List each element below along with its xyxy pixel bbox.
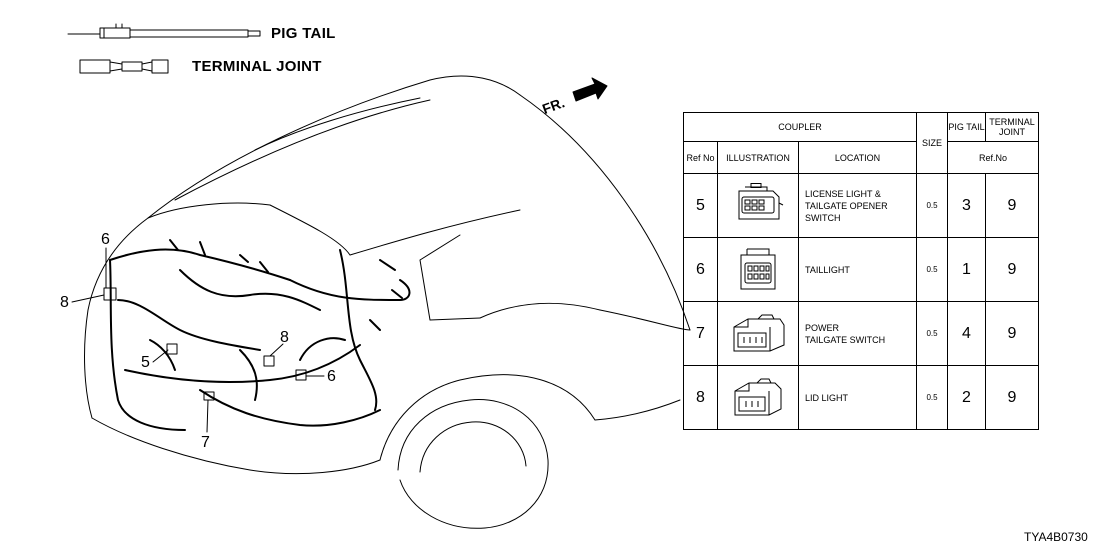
row-pig-tail: 1 (947, 237, 986, 302)
row-pig-tail: 3 (947, 173, 986, 238)
diagram-code: TYA4B0730 (1024, 530, 1088, 544)
connector-3pin-icon (734, 378, 782, 415)
pig-tail-symbol (67, 23, 261, 39)
row-location-line1: TAILLIGHT (805, 264, 850, 275)
row-pig-tail: 2 (947, 365, 986, 430)
row-location-line1: LID LIGHT (805, 392, 849, 403)
connector-markers (103, 287, 307, 401)
row-terminal-joint: 9 (985, 365, 1039, 430)
row-ref: 6 (683, 237, 718, 302)
connector-4pin-icon (733, 314, 785, 351)
callout-7: 7 (201, 434, 210, 451)
row-terminal-joint: 9 (985, 301, 1039, 366)
row-location-line1: LICENSE LIGHT & (805, 188, 881, 199)
row-location-line1: POWER (805, 322, 840, 333)
header-terminal-joint: TERMINAL JOINT (985, 112, 1039, 142)
connector-6pin-icon (738, 182, 784, 219)
callout-5: 5 (141, 354, 150, 371)
row-size: 0.5 (916, 365, 948, 430)
callout-leaders (71, 247, 325, 433)
table-row: 7 POWER TAILGATE SWITCH 0.5 4 9 (683, 301, 1039, 366)
callout-8-left: 8 (60, 294, 69, 311)
header-pig-tail: PIG TAIL (947, 112, 986, 142)
terminal-joint-label: TERMINAL JOINT (192, 58, 322, 75)
header-size: SIZE (916, 112, 948, 174)
header-ref-no-group: Ref.No (947, 141, 1039, 174)
pig-tail-label: PIG TAIL (271, 25, 336, 42)
row-location-line2: TAILGATE OPENER (805, 200, 888, 211)
row-size: 0.5 (916, 301, 948, 366)
table-row: 6 TAILLIGHT 0.5 1 9 (683, 237, 1039, 302)
vehicle-body-outline (84, 75, 691, 529)
row-location-line3: SWITCH (805, 212, 841, 223)
row-ref: 7 (683, 301, 718, 366)
table-row: 8 LID LIGHT 0.5 2 9 (683, 365, 1039, 430)
connector-8pin-icon (740, 248, 776, 289)
row-location-line2: TAILGATE SWITCH (805, 334, 886, 345)
row-ref: 5 (683, 173, 718, 238)
callout-8-center: 8 (280, 329, 289, 346)
table-row: 5 LICENSE LIGHT & TAILGATE OPENER SWITCH… (683, 173, 1039, 238)
row-size: 0.5 (916, 237, 948, 302)
row-pig-tail: 4 (947, 301, 986, 366)
header-coupler: COUPLER (683, 112, 917, 142)
coupler-table: COUPLER SIZE PIG TAIL TERMINAL JOINT Ref… (683, 112, 1039, 430)
row-ref: 8 (683, 365, 718, 430)
wire-harness (109, 239, 411, 431)
header-ref-no: Ref No (683, 141, 718, 174)
row-terminal-joint: 9 (985, 237, 1039, 302)
callout-6-right: 6 (327, 368, 336, 385)
header-illustration: ILLUSTRATION (717, 141, 799, 174)
callout-6-upper: 6 (101, 231, 110, 248)
terminal-joint-symbol (79, 59, 169, 74)
row-size: 0.5 (916, 173, 948, 238)
header-location: LOCATION (798, 141, 917, 174)
row-terminal-joint: 9 (985, 173, 1039, 238)
front-arrow-icon (572, 77, 608, 102)
